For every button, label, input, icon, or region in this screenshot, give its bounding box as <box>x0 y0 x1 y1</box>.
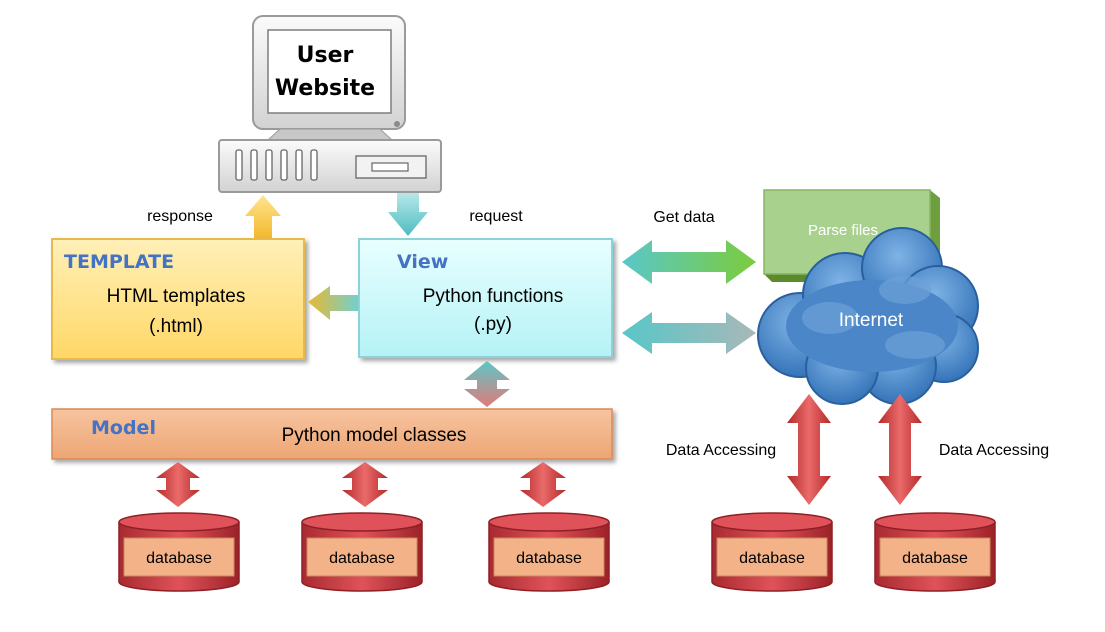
monitor-screen <box>267 29 392 114</box>
internet-arrow <box>622 312 756 354</box>
view-model-arrow <box>464 361 510 407</box>
database-4: database <box>711 512 833 592</box>
template-box: TEMPLATE HTML templates (.html) <box>51 238 305 360</box>
model-text: Python model classes <box>282 425 467 446</box>
model-db-arrow-2 <box>342 462 388 507</box>
database-5: database <box>874 512 996 592</box>
data-accessing-label-left: Data Accessing <box>666 442 776 459</box>
model-db-arrow-3 <box>520 462 566 507</box>
internet-label: Internet <box>839 310 904 331</box>
request-label: request <box>469 208 523 225</box>
database-2-label: database <box>329 550 395 567</box>
internet-db-arrow-1 <box>787 394 831 505</box>
database-3-label: database <box>516 550 582 567</box>
database-5-label: database <box>902 550 968 567</box>
template-title: TEMPLATE <box>64 251 174 273</box>
screen-line-website: Website <box>275 76 375 101</box>
model-db-arrow-1 <box>156 462 200 507</box>
database-2: database <box>301 512 423 592</box>
database-1-label: database <box>146 550 212 567</box>
model-title: Model <box>91 417 156 439</box>
request-arrow <box>388 193 428 236</box>
view-to-template-arrow <box>308 286 358 320</box>
model-bar: Model Python model classes <box>51 408 613 460</box>
computer-icon: User Website <box>218 15 442 193</box>
database-3: database <box>488 512 610 592</box>
template-line2: (.html) <box>149 316 203 337</box>
view-line2: (.py) <box>474 314 512 335</box>
view-box: View Python functions (.py) <box>358 238 613 358</box>
view-title: View <box>397 251 448 273</box>
view-line1: Python functions <box>423 286 563 307</box>
internet-db-arrow-2 <box>878 394 922 505</box>
response-arrow <box>245 195 281 238</box>
database-4-label: database <box>739 550 805 567</box>
internet-cloud-icon: Internet <box>757 227 979 405</box>
parse-files-label: Parse files <box>808 222 878 239</box>
template-line1: HTML templates <box>107 286 246 307</box>
screen-line-user: User <box>297 43 354 68</box>
model-db-arrows <box>156 462 566 507</box>
database-1: database <box>118 512 240 592</box>
get-data-label: Get data <box>653 209 714 226</box>
get-data-arrow <box>622 240 756 284</box>
data-accessing-label-right: Data Accessing <box>939 442 1049 459</box>
computer-case <box>218 139 442 193</box>
response-label: response <box>147 208 213 225</box>
